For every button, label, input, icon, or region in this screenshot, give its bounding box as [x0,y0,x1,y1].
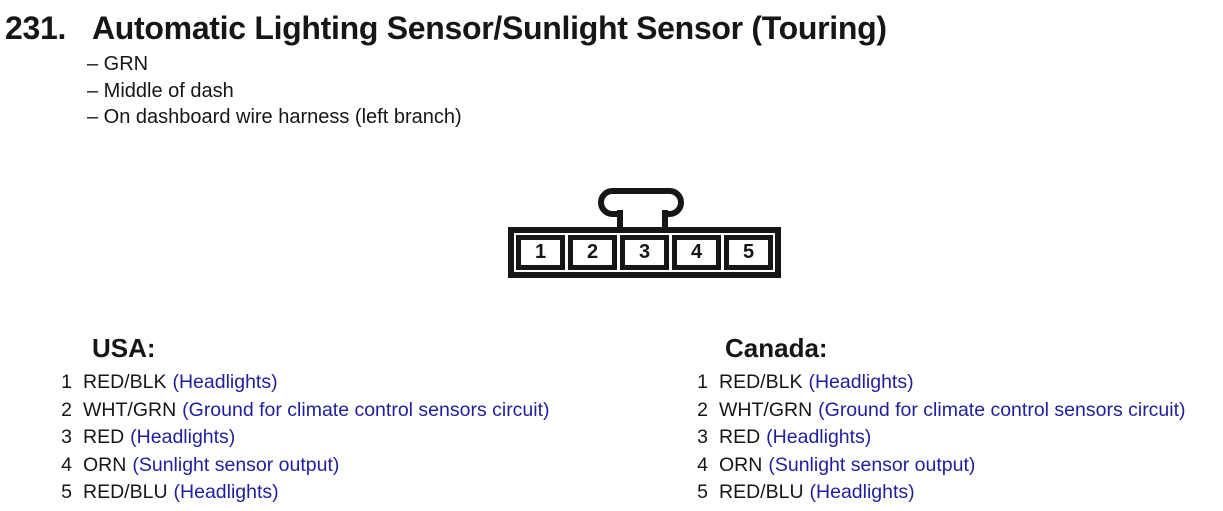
pin-number: 5 [697,481,708,503]
wire-function: (Ground for climate control sensors circ… [818,398,1186,421]
pin-number: 3 [697,426,708,448]
wire-color: RED/BLU [83,481,168,503]
pin-number-label: 5 [742,241,755,263]
note-line: – On dashboard wire harness (left branch… [87,106,462,128]
wire-function: (Ground for climate control sensors circ… [182,398,550,421]
pin-number: 2 [61,398,72,421]
pinout-row: 2 WHT/GRN (Ground for climate control se… [61,397,550,425]
pinout-row: 1 RED/BLK (Headlights) [61,369,550,397]
wire-color: WHT/GRN [719,398,813,421]
wire-function: (Headlights) [172,371,278,393]
notes-list: – GRN – Middle of dash – On dashboard wi… [87,51,462,131]
usa-pinout-list: 1 RED/BLK (Headlights) 2 WHT/GRN (Ground… [61,369,550,507]
wire-function: (Headlights) [809,481,915,503]
connector-pin-cell: 4 [672,235,721,270]
wire-color: RED/BLK [719,371,803,393]
connector-pin-cell: 2 [568,235,617,270]
pinout-row: 5 RED/BLU (Headlights) [61,479,550,507]
connector-pin-cell: 3 [620,235,669,270]
wire-color: RED [83,426,125,448]
wire-function: (Sunlight sensor output) [768,453,976,476]
canada-heading: Canada: [725,333,828,363]
wire-function: (Sunlight sensor output) [132,453,340,476]
pinout-row: 4 ORN (Sunlight sensor output) [61,452,550,480]
page-title: Automatic Lighting Sensor/Sunlight Senso… [92,10,887,46]
pinout-row: 3 RED (Headlights) [61,424,550,452]
wire-color: ORN [719,453,763,476]
wire-color: RED [719,426,761,448]
connector-pin-cell: 5 [724,235,773,270]
pin-number-label: 2 [586,241,599,263]
wire-color: RED/BLK [83,371,167,393]
pin-number: 1 [697,371,708,393]
note-line: – GRN [87,53,149,75]
pin-number: 1 [61,371,72,393]
wire-function: (Headlights) [808,371,914,393]
pinout-row: 4 ORN (Sunlight sensor output) [697,452,1186,480]
connector-lock-tab-stem [617,210,668,228]
connector-body: 1 2 3 4 5 [508,227,781,278]
pin-number-label: 4 [690,241,703,263]
wire-color: ORN [83,453,127,476]
note-line: – Middle of dash [87,79,234,102]
usa-heading: USA: [92,333,156,363]
connector-pin-cell: 1 [516,235,565,270]
section-number: 231. [5,10,67,46]
wire-color: RED/BLU [719,481,804,503]
pinout-row: 5 RED/BLU (Headlights) [697,479,1186,507]
pin-number-label: 1 [534,241,547,263]
wire-function: (Headlights) [130,426,236,448]
pinout-row: 2 WHT/GRN (Ground for climate control se… [697,397,1186,425]
pinout-row: 3 RED (Headlights) [697,424,1186,452]
pin-number: 5 [61,481,72,503]
pin-number: 2 [697,398,708,421]
wire-color: WHT/GRN [83,398,177,421]
pin-number: 3 [61,426,72,448]
pin-number: 4 [61,453,72,476]
wire-function: (Headlights) [766,426,872,448]
canada-pinout-list: 1 RED/BLK (Headlights) 2 WHT/GRN (Ground… [697,369,1186,507]
pin-number-label: 3 [638,241,651,263]
pinout-row: 1 RED/BLK (Headlights) [697,369,1186,397]
pin-number: 4 [697,453,708,476]
wire-function: (Headlights) [173,481,279,503]
